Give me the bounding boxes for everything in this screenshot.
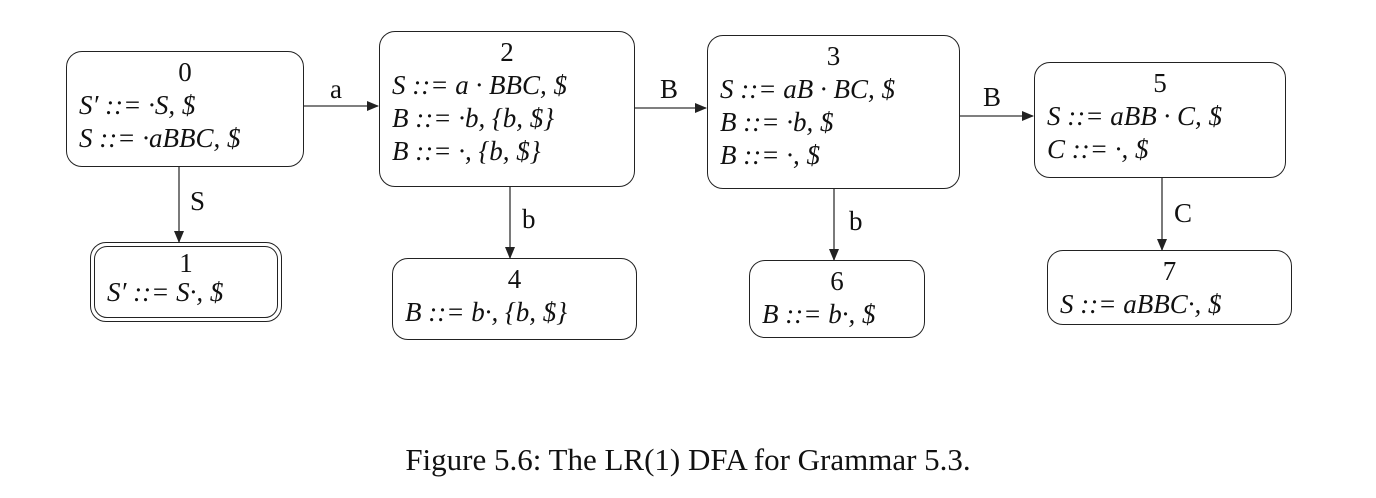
- state-7: 7 S ::= aBBC·, $: [1047, 250, 1292, 325]
- accepting-inner-border: 1 S′ ::= S·, $: [94, 246, 278, 318]
- state-5: 5 S ::= aBB · C, $ C ::= ·, $: [1034, 62, 1286, 178]
- lr-item: S′ ::= S·, $: [107, 277, 224, 307]
- state-0: 0 S′ ::= ·S, $ S ::= ·aBBC, $: [66, 51, 304, 167]
- lr-item: B ::= ·b, {b, $}: [392, 103, 555, 133]
- state-number: 2: [500, 37, 514, 67]
- lr-item: C ::= ·, $: [1047, 134, 1149, 164]
- state-1-accepting: 1 S′ ::= S·, $: [90, 242, 282, 322]
- lr-item: S ::= aBB · C, $: [1047, 101, 1222, 131]
- edge-label-S: S: [190, 186, 206, 216]
- state-6: 6 B ::= b·, $: [749, 260, 925, 338]
- edge-label-B-2-3: B: [660, 74, 679, 104]
- state-number: 7: [1162, 256, 1177, 286]
- edge-label-b-2-4: b: [522, 204, 536, 234]
- lr-item: B ::= ·b, $: [720, 107, 834, 137]
- lr-item: S ::= aB · BC, $: [720, 74, 895, 104]
- lr-item: B ::= ·, $: [720, 140, 820, 170]
- lr-item: S ::= a · BBC, $: [392, 70, 567, 100]
- state-number: 5: [1153, 68, 1167, 98]
- lr-item: S ::= ·aBBC, $: [79, 123, 241, 153]
- edge-label-b-3-6: b: [849, 206, 863, 236]
- state-2: 2 S ::= a · BBC, $ B ::= ·b, {b, $} B ::…: [379, 31, 635, 187]
- state-4: 4 B ::= b·, {b, $}: [392, 258, 637, 340]
- figure-caption: Figure 5.6: The LR(1) DFA for Grammar 5.…: [405, 442, 971, 477]
- state-3: 3 S ::= aB · BC, $ B ::= ·b, $ B ::= ·, …: [707, 35, 960, 189]
- lr-item: S ::= aBBC·, $: [1060, 289, 1222, 319]
- state-number: 4: [507, 264, 522, 294]
- lr-item: B ::= b·, {b, $}: [405, 297, 568, 327]
- edge-label-C: C: [1174, 198, 1193, 228]
- lr-item: B ::= b·, $: [762, 299, 876, 329]
- state-number: 1: [179, 248, 193, 278]
- edge-label-a: a: [330, 74, 342, 104]
- state-number: 3: [826, 41, 841, 71]
- lr-item: S′ ::= ·S, $: [79, 90, 196, 120]
- lr-item: B ::= ·, {b, $}: [392, 136, 541, 166]
- edge-label-B-3-5: B: [983, 82, 1002, 112]
- state-number: 6: [830, 266, 844, 296]
- state-number: 0: [178, 57, 192, 87]
